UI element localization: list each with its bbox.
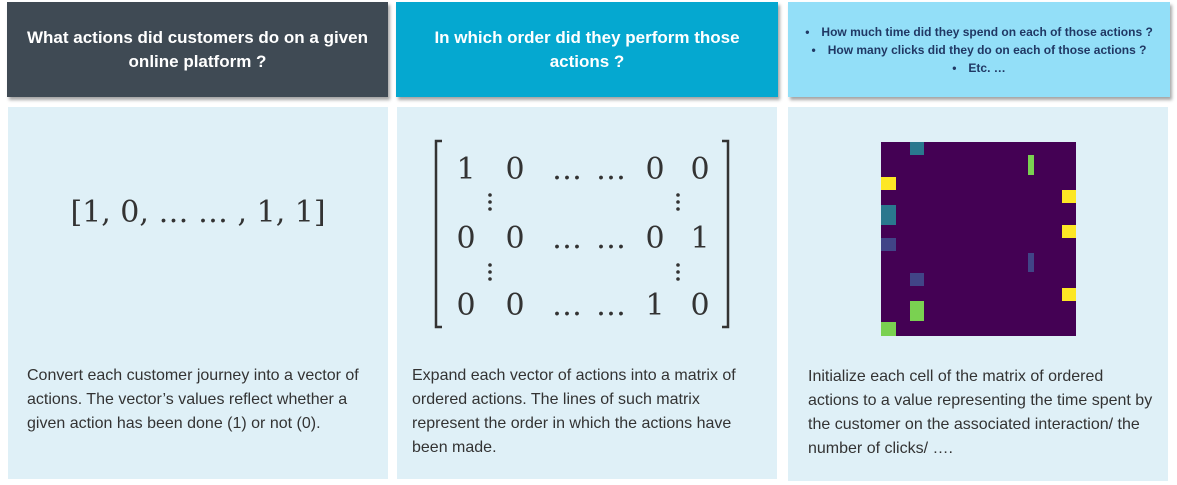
vertical-dots-icon bbox=[488, 263, 492, 281]
matrix-cell: 0 bbox=[690, 288, 709, 323]
bullet-icon: • bbox=[952, 60, 957, 75]
vector-description: Convert each customer journey into a vec… bbox=[27, 367, 359, 432]
vertical-dots-icon bbox=[488, 193, 492, 211]
heatmap-description: Initialize each cell of the matrix of or… bbox=[808, 368, 1153, 457]
heatmap-cell bbox=[1062, 190, 1076, 203]
matrix-cell: 0 bbox=[456, 221, 475, 256]
heatmap-cell bbox=[910, 273, 924, 286]
ordered-actions-matrix: 1 0 … … 0 0 0 0 … … 0 1 0 0 … … 1 0 bbox=[434, 139, 730, 329]
matrix-cell: 0 bbox=[456, 288, 475, 323]
heatmap-cell bbox=[1062, 225, 1076, 238]
heatmap-cell bbox=[1062, 288, 1076, 301]
matrix-cell: 0 bbox=[645, 152, 664, 187]
matrix-ellipsis: … bbox=[596, 221, 626, 256]
matrix-description: Expand each vector of actions into a mat… bbox=[412, 367, 736, 456]
header-actions-text: What actions did customers do on a given… bbox=[27, 27, 368, 71]
vertical-dots-icon bbox=[676, 193, 680, 211]
matrix-ellipsis: … bbox=[552, 152, 582, 187]
matrix-ellipsis: … bbox=[596, 288, 626, 323]
matrix-ellipsis: … bbox=[552, 288, 582, 323]
header-actions: What actions did customers do on a given… bbox=[7, 2, 388, 97]
matrix-cell: 0 bbox=[505, 288, 524, 323]
matrix-cell: 1 bbox=[690, 221, 709, 256]
bullet-icon: • bbox=[811, 42, 816, 57]
heatmap-cell bbox=[910, 142, 924, 155]
heatmap-cell bbox=[910, 301, 924, 321]
matrix-cell: 0 bbox=[690, 152, 709, 187]
header-order-text: In which order did they perform those ac… bbox=[434, 27, 740, 71]
matrix-cell: 0 bbox=[645, 221, 664, 256]
heatmap-cell bbox=[1028, 155, 1034, 175]
heatmap-cell bbox=[881, 177, 896, 190]
action-vector: [1, 0, … … , 1, 1] bbox=[70, 195, 326, 230]
question-text: Etc. … bbox=[968, 60, 1006, 75]
heatmap-cell bbox=[881, 205, 896, 225]
header-value-questions: • How much time did they spend on each of… bbox=[788, 2, 1170, 97]
panel-vector: [1, 0, … … , 1, 1] Convert each customer… bbox=[8, 107, 388, 479]
matrix-ellipsis: … bbox=[552, 221, 582, 256]
question-item: • How many clicks did they do on each of … bbox=[805, 41, 1153, 59]
matrix-cell: 0 bbox=[505, 152, 524, 187]
bullet-icon: • bbox=[805, 24, 810, 39]
heatmap-cell bbox=[881, 238, 896, 251]
panel-matrix: 1 0 … … 0 0 0 0 … … 0 1 0 0 … … 1 0 bbox=[397, 107, 777, 479]
time-heatmap bbox=[881, 142, 1076, 336]
question-item: • How much time did they spend on each of… bbox=[805, 23, 1153, 41]
matrix-cell: 0 bbox=[505, 221, 524, 256]
header-order: In which order did they perform those ac… bbox=[396, 2, 778, 97]
matrix-cell: 1 bbox=[456, 152, 475, 187]
panel-heatmap: Initialize each cell of the matrix of or… bbox=[788, 107, 1168, 481]
matrix-right-bracket bbox=[722, 139, 730, 329]
vertical-dots-icon bbox=[676, 263, 680, 281]
matrix-left-bracket bbox=[434, 139, 442, 329]
heatmap-cell bbox=[1028, 253, 1034, 272]
matrix-cell: 1 bbox=[645, 288, 664, 323]
question-text: How many clicks did they do on each of t… bbox=[827, 42, 1147, 57]
question-item: • Etc. … bbox=[805, 59, 1153, 77]
matrix-ellipsis: … bbox=[596, 152, 626, 187]
question-text: How much time did they spend on each of … bbox=[821, 24, 1153, 39]
question-list: • How much time did they spend on each of… bbox=[805, 23, 1153, 77]
heatmap-cell bbox=[881, 322, 896, 336]
